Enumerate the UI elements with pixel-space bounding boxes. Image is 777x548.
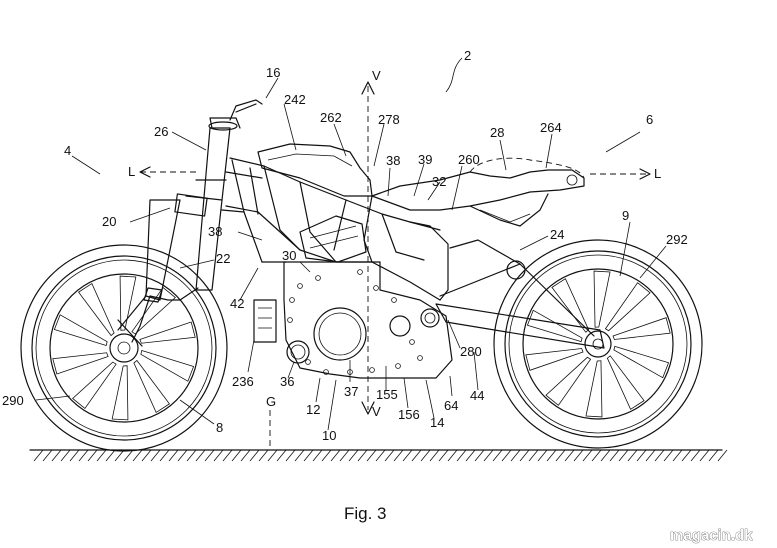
ref-32: 32 (432, 174, 446, 189)
ref-242: 242 (284, 92, 306, 107)
rear-wheel (493, 239, 703, 449)
ref-260: 260 (458, 152, 480, 167)
ref-22: 22 (216, 251, 230, 266)
ref-v-bottom: V (372, 404, 381, 419)
front-wheel (20, 244, 228, 452)
ref-26: 26 (154, 124, 168, 139)
engine (253, 215, 453, 379)
leader-lines (35, 57, 667, 431)
ref-12: 12 (306, 402, 320, 417)
ref-14: 14 (430, 415, 444, 430)
ref-l-left: L (128, 164, 135, 179)
ref-l-right: L (654, 166, 661, 181)
ref-G: G (266, 394, 276, 409)
trellis-frame (221, 157, 449, 301)
ref-36: 36 (280, 374, 294, 389)
ref-38-left: 38 (208, 224, 222, 239)
watermark: magacin.dk (670, 527, 753, 544)
reference-numerals: 16 242 2 262 V 278 26 28 264 6 4 38 39 2… (2, 48, 688, 443)
ref-16: 16 (266, 65, 280, 80)
ref-292: 292 (666, 232, 688, 247)
ref-38-top: 38 (386, 153, 400, 168)
ref-156: 156 (398, 407, 420, 422)
ref-264: 264 (540, 120, 562, 135)
ref-44: 44 (470, 388, 484, 403)
ref-290: 290 (2, 393, 24, 408)
ref-262: 262 (320, 110, 342, 125)
ref-8: 8 (216, 420, 223, 435)
ref-37: 37 (344, 384, 358, 399)
ref-10: 10 (322, 428, 336, 443)
ref-278: 278 (378, 112, 400, 127)
swingarm (435, 239, 605, 349)
ref-9: 9 (622, 208, 629, 223)
ref-6: 6 (646, 112, 653, 127)
ref-39: 39 (418, 152, 432, 167)
ref-20: 20 (102, 214, 116, 229)
ref-28: 28 (490, 125, 504, 140)
ref-v-top: V (372, 68, 381, 83)
vertical-axis-v (361, 81, 375, 415)
fuel-tank (257, 143, 373, 197)
front-fork (117, 99, 263, 347)
ground (29, 449, 728, 462)
ref-155: 155 (376, 387, 398, 402)
ref-64: 64 (444, 398, 458, 413)
longitudinal-axis-l (139, 166, 651, 180)
ref-280: 280 (460, 344, 482, 359)
ref-2: 2 (464, 48, 471, 63)
ref-24: 24 (550, 227, 564, 242)
ref-30: 30 (282, 248, 296, 263)
figure-caption: Fig. 3 (344, 504, 387, 523)
ref-236: 236 (232, 374, 254, 389)
ref-42: 42 (230, 296, 244, 311)
ref-4: 4 (64, 143, 71, 158)
seat-tail (371, 157, 585, 227)
